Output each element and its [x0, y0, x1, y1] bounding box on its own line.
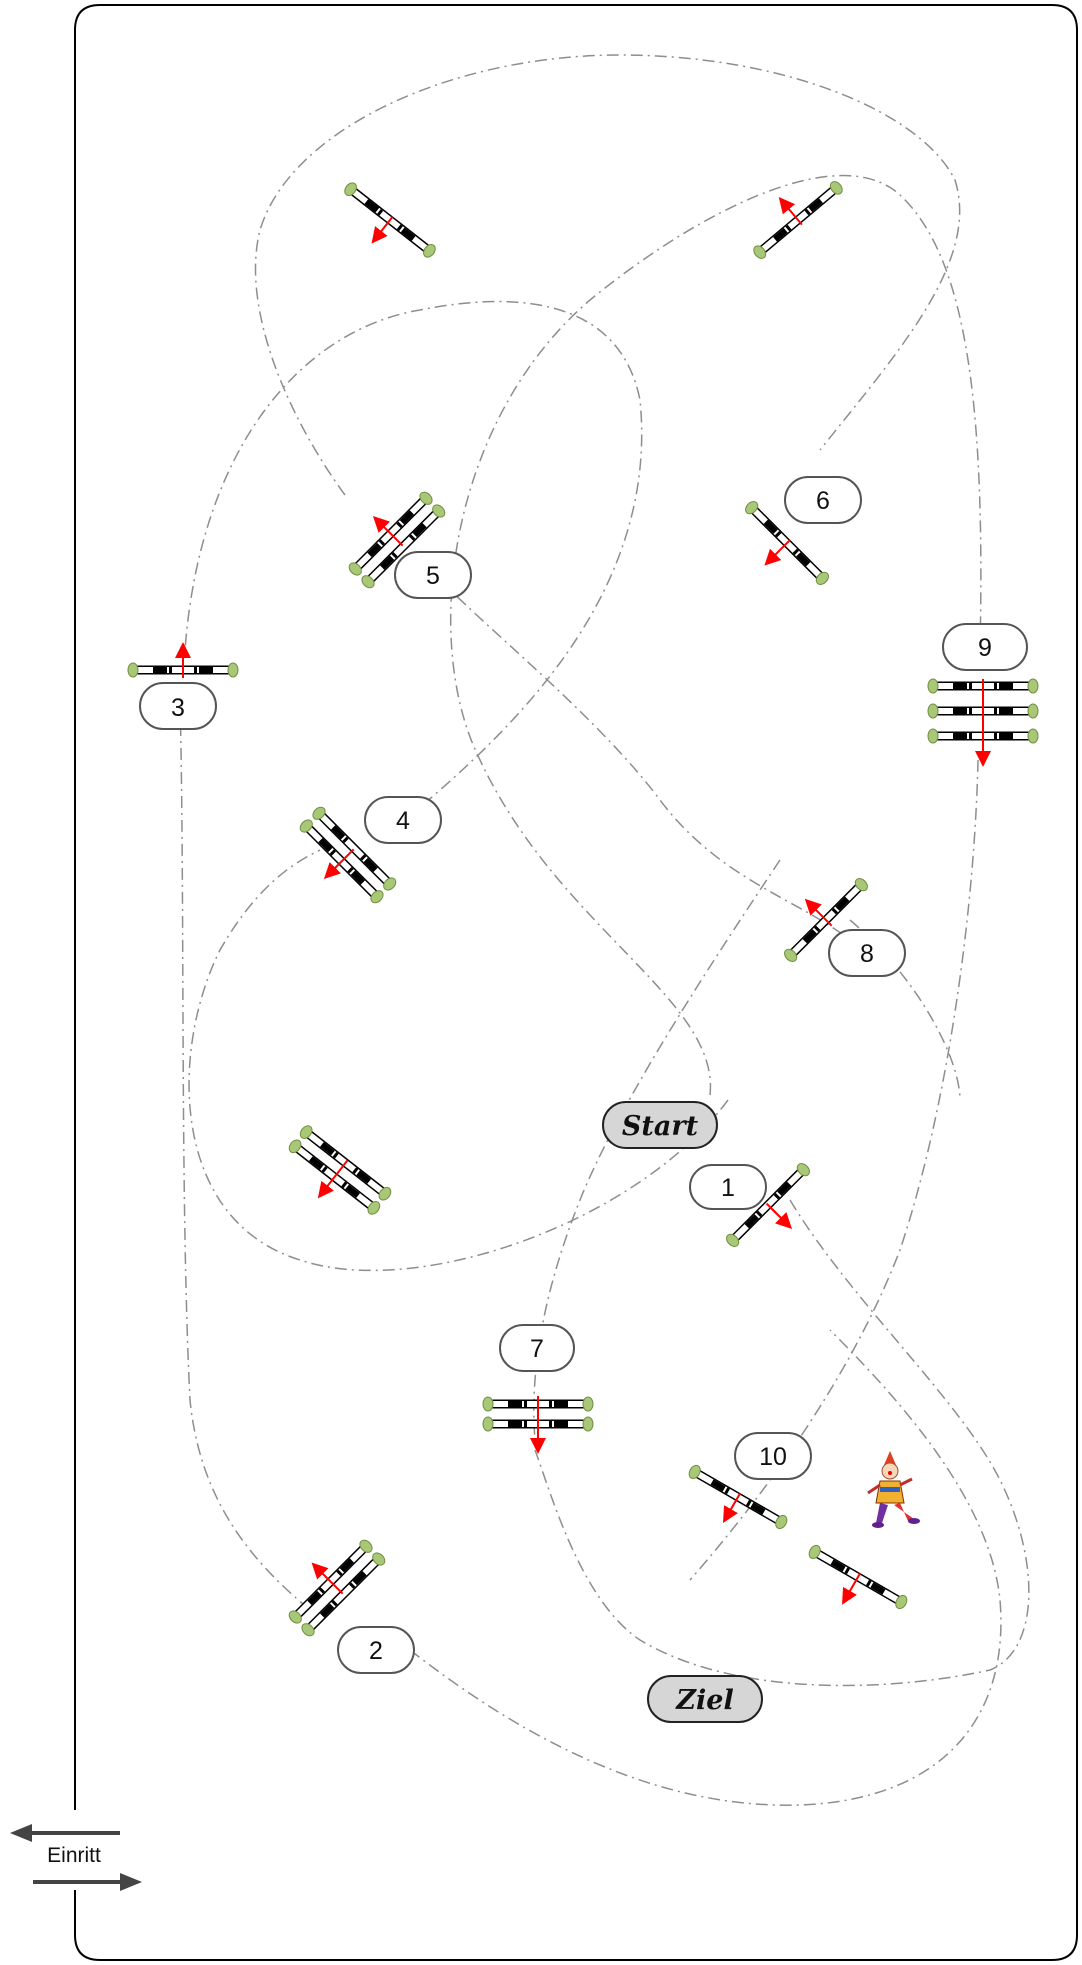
svg-text:8: 8 [860, 940, 874, 968]
entry-label: Einritt [47, 1844, 101, 1867]
obstacle-5-label: 5 [394, 551, 472, 599]
svg-text:1: 1 [721, 1174, 735, 1202]
svg-text:5: 5 [426, 562, 440, 590]
obstacle-3 [128, 642, 238, 678]
clown-figure [867, 1451, 920, 1528]
obstacle-4 [291, 805, 398, 912]
obstacle-8 [772, 866, 871, 965]
svg-text:7: 7 [530, 1335, 544, 1363]
svg-text:4: 4 [396, 807, 410, 835]
obstacle-9-label: 9 [942, 623, 1028, 671]
obstacle-7 [483, 1396, 593, 1454]
svg-text:Ziel: Ziel [675, 1685, 733, 1716]
obstacle-8-label: 8 [828, 929, 906, 977]
start-label: Start [602, 1101, 718, 1149]
svg-text:6: 6 [816, 487, 830, 515]
obstacle-6 [731, 499, 831, 599]
obstacle-2 [278, 1529, 387, 1638]
obstacle-5 [340, 483, 447, 590]
route-path [179, 54, 1030, 1806]
obstacle-10-label: 10 [734, 1432, 812, 1480]
obstacle-unnumbered-bottom-right [798, 1543, 909, 1625]
obstacle-6-label: 6 [784, 476, 862, 524]
arena-border [74, 4, 1078, 1961]
svg-text:2: 2 [369, 1637, 383, 1665]
obstacle-unnumbered-mid-left [279, 1124, 393, 1226]
obstacle-10 [679, 1463, 789, 1543]
obstacle-unnumbered-top-right [742, 168, 845, 261]
obstacle-4-label: 4 [364, 796, 442, 844]
obstacle-7-label: 7 [499, 1324, 575, 1372]
obstacle-1-label: 1 [689, 1164, 767, 1210]
svg-text:3: 3 [171, 694, 185, 722]
entry-marker: Einritt [10, 1824, 142, 1891]
svg-text:9: 9 [978, 634, 992, 662]
obstacle-2-label: 2 [337, 1626, 415, 1674]
obstacle-3-label: 3 [139, 682, 217, 730]
svg-text:10: 10 [759, 1443, 787, 1471]
obstacle-unnumbered-top-left [333, 181, 438, 272]
svg-text:Start: Start [622, 1111, 699, 1142]
finish-label: Ziel [647, 1675, 763, 1723]
obstacle-9 [928, 679, 1038, 767]
obstacle-1 [724, 1161, 825, 1262]
